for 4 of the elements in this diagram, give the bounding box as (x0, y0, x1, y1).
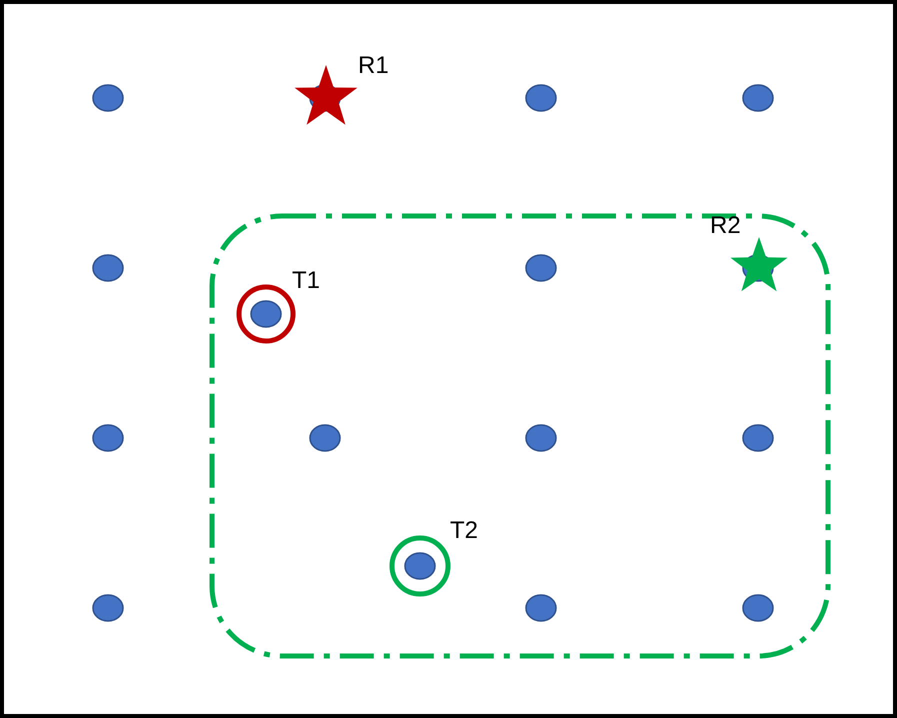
point-label: T2 (450, 519, 478, 543)
point-label: R2 (710, 214, 741, 238)
point-label: R1 (358, 54, 389, 78)
point-label: T1 (292, 269, 320, 293)
